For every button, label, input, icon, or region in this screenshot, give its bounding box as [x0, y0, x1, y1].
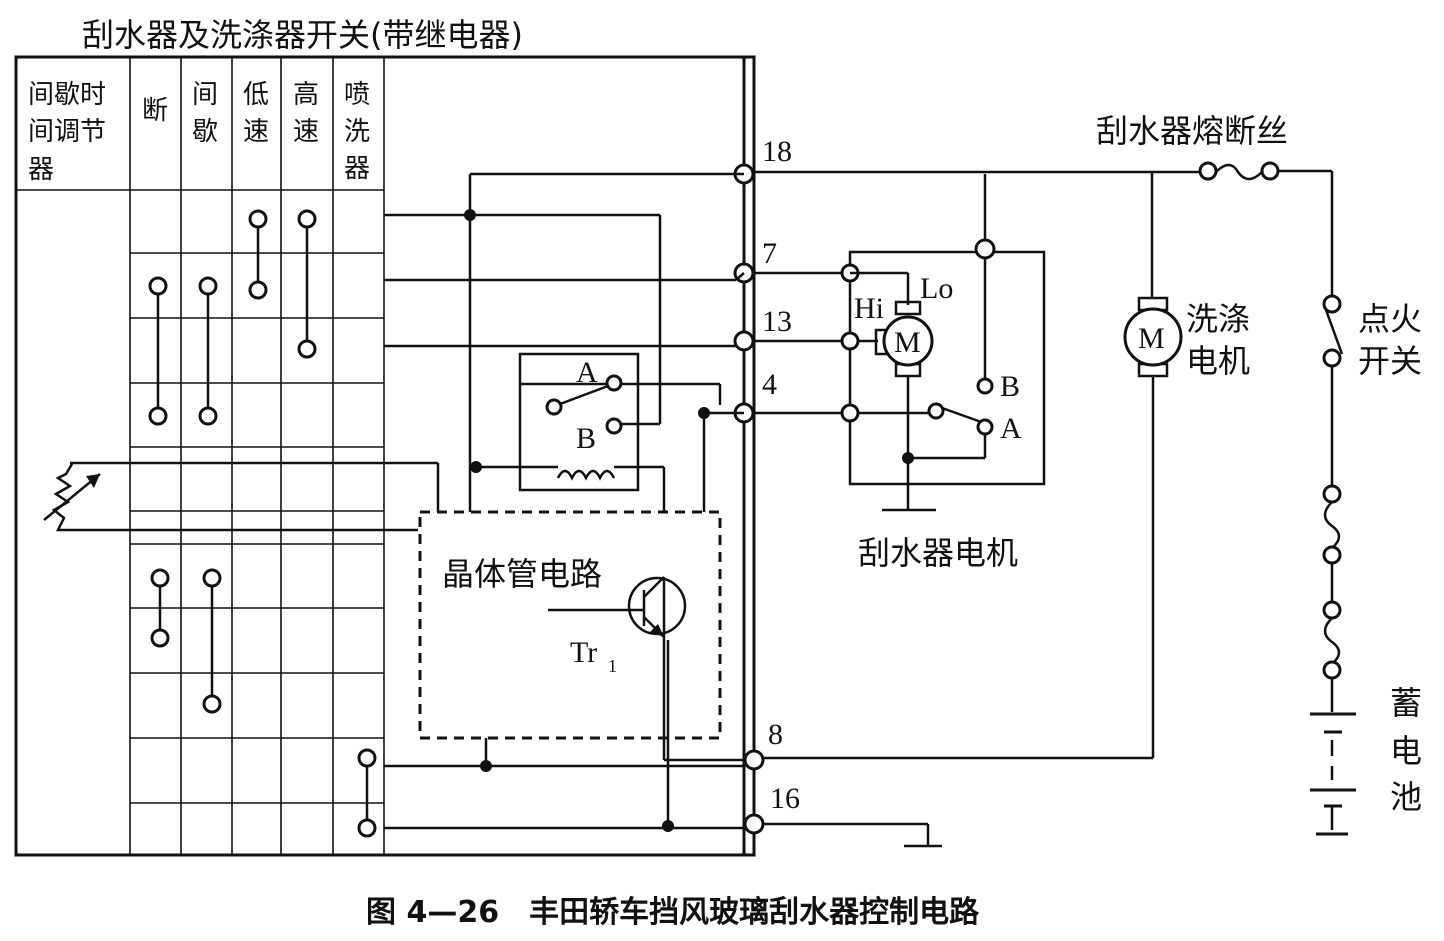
- battery: 蓄 电 池: [1310, 684, 1422, 836]
- ignition-switch-label-2: 开关: [1358, 342, 1422, 380]
- intermittent-adjust-resistor: [43, 461, 440, 532]
- washer-motor-symbol: M: [1138, 322, 1165, 355]
- terminal-16: 16: [770, 782, 800, 815]
- terminal-bus: [733, 57, 765, 855]
- transistor-subscript: 1: [608, 656, 617, 676]
- switch-title: 刮水器及洗涤器开关(带继电器): [82, 16, 523, 54]
- ignition-switch: 点火 开关: [1322, 294, 1422, 486]
- terminal-7: 7: [762, 237, 777, 270]
- figure-caption: 图 4—26 丰田轿车挡风玻璃刮水器控制电路: [366, 895, 980, 930]
- terminal-4: 4: [762, 368, 777, 401]
- col-header-washer-2: 洗: [344, 117, 370, 147]
- battery-label-2: 电: [1390, 732, 1422, 770]
- col-header-intermittent-adjust-3: 器: [28, 155, 54, 185]
- col-header-washer-1: 喷: [344, 80, 370, 110]
- wiper-motor-label: 刮水器电机: [858, 534, 1018, 572]
- col-header-high-2: 速: [293, 117, 319, 147]
- ignition-switch-label-1: 点火: [1358, 300, 1422, 338]
- battery-label-3: 池: [1390, 778, 1422, 816]
- transistor-circuit: 晶体管电路 Tr 1: [418, 510, 722, 740]
- terminal-labels: 18 7 13 4 8 16: [762, 135, 800, 815]
- terminal-8: 8: [768, 718, 783, 751]
- motor-b-label: B: [1000, 370, 1020, 403]
- terminal-13: 13: [762, 305, 792, 338]
- col-header-intermittent-adjust-2: 间调节: [28, 117, 106, 147]
- motor-a-label: A: [1000, 412, 1022, 445]
- col-header-int-2: 歇: [192, 117, 218, 147]
- relay-contact-b: B: [576, 422, 596, 455]
- col-header-low-2: 速: [243, 117, 269, 147]
- switch-column-headers: 间歇时 间调节 器 断 间 歇 低 速 高 速 喷 洗 器: [28, 80, 370, 185]
- battery-label-1: 蓄: [1390, 684, 1422, 722]
- col-header-high-1: 高: [293, 80, 319, 110]
- transistor-name: Tr: [570, 636, 597, 669]
- power-line: 刮水器熔断丝: [753, 112, 1334, 296]
- col-header-intermittent-adjust-1: 间歇时: [28, 80, 106, 110]
- wiper-motor: M Hi Lo B A 刮水器电机: [754, 174, 1046, 572]
- battery-fuses: [1322, 484, 1342, 712]
- fuse-label: 刮水器熔断丝: [1096, 112, 1288, 150]
- washer-motor-label-2: 电机: [1186, 342, 1250, 380]
- relay: A B: [476, 352, 666, 512]
- col-header-off: 断: [142, 96, 168, 126]
- ground-terminal-16: [763, 822, 942, 848]
- col-header-low-1: 低: [243, 80, 269, 110]
- wiper-motor-symbol: M: [894, 326, 921, 359]
- motor-lo-label: Lo: [920, 272, 953, 305]
- switch-internal-wiring: [384, 172, 745, 832]
- col-header-washer-3: 器: [344, 154, 370, 184]
- terminal-18: 18: [762, 135, 792, 168]
- washer-motor-label-1: 洗涤: [1186, 300, 1250, 338]
- switch-contacts: [148, 209, 377, 838]
- switch-panel: [14, 55, 756, 857]
- col-header-int-1: 间: [192, 80, 218, 110]
- motor-hi-label: Hi: [854, 292, 884, 325]
- relay-contact-a: A: [576, 356, 598, 389]
- transistor-circuit-label: 晶体管电路: [442, 555, 602, 593]
- washer-motor: M 洗涤 电机: [763, 172, 1250, 760]
